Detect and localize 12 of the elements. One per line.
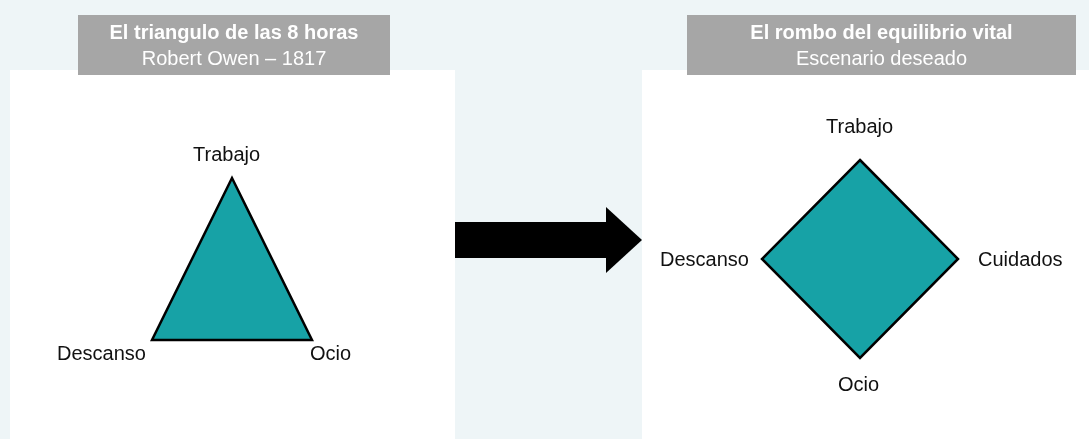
vertex-label: Descanso <box>660 248 749 271</box>
block-arrow <box>455 207 642 273</box>
header-title: El triangulo de las 8 horas <box>109 20 359 45</box>
vertex-label: Cuidados <box>978 248 1063 271</box>
vertex-label: Trabajo <box>193 143 261 166</box>
header-subtitle: Escenario deseado <box>795 46 968 71</box>
vertex-label: Ocio <box>838 373 880 396</box>
header-subtitle: Robert Owen – 1817 <box>141 46 327 71</box>
vertex-label: Descanso <box>57 342 146 365</box>
vertex-label: Ocio <box>310 342 352 365</box>
vertex-label: Trabajo <box>826 115 894 138</box>
header-title: El rombo del equilibrio vital <box>750 20 1013 45</box>
